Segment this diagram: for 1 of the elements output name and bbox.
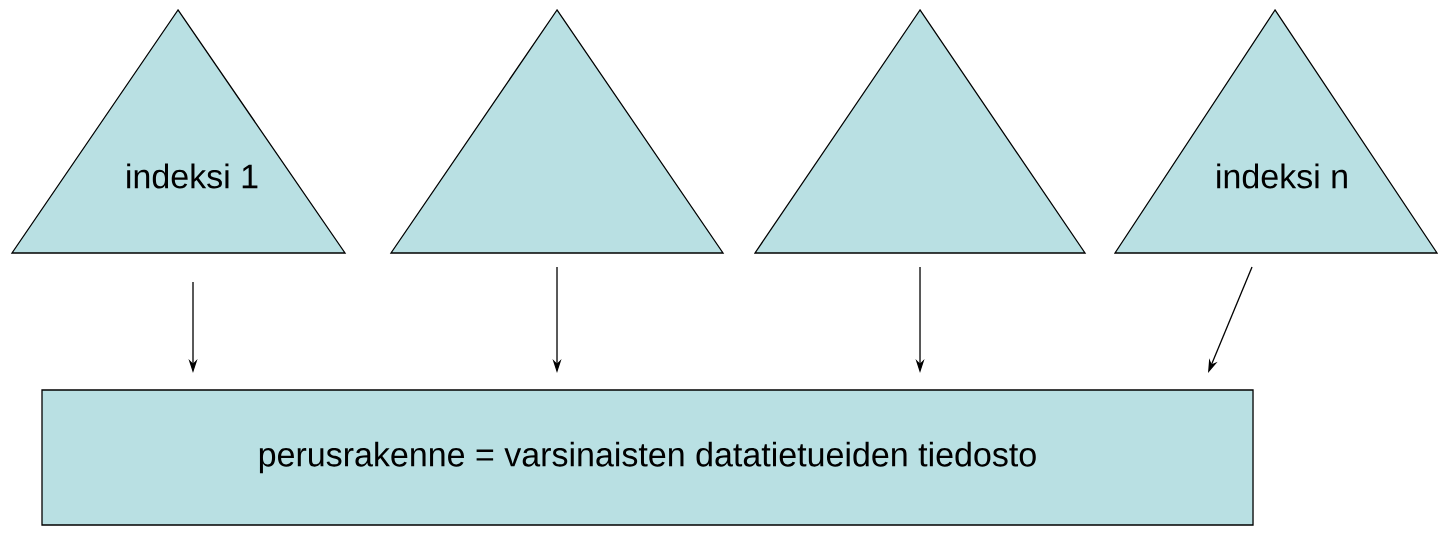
- process-box: perusrakenne = varsinaisten datatietueiden tiedosto: [41, 389, 1254, 526]
